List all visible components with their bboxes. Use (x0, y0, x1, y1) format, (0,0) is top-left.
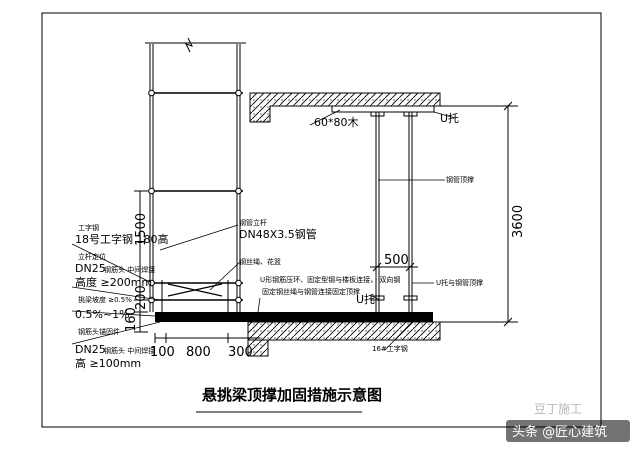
label-left-1-val: 18号工字钢 180高 (75, 232, 169, 246)
leader-lines (71, 109, 456, 351)
floor-slab (247, 321, 441, 341)
label-left-4-head: 钢筋头锚固件 (78, 327, 120, 336)
drawing-frame (41, 12, 602, 428)
label-left-4-val1-suffix: 钢筋头 中间焊接 (104, 346, 155, 355)
label-mid-note-1: U形钢筋压环、固定型钢与楼板连接， 双向钢 (260, 275, 400, 284)
label-left-2-head: 立杆定位 (78, 252, 106, 261)
scaffold (145, 37, 246, 312)
dim-800: 800 (186, 345, 211, 360)
label-u-mid: U托 (356, 292, 375, 306)
timber-pad (331, 105, 435, 113)
label-rebar-16: 16#工字钢 (372, 344, 408, 353)
label-left-1-head: 工字钢 (78, 223, 99, 232)
dim-1500: 1500 (134, 213, 149, 246)
label-steel-tube-right: 钢管顶撑 (446, 175, 474, 184)
label-u-top: U托 (440, 111, 459, 125)
dimension-lines (134, 101, 518, 343)
dim-300: 300 (228, 345, 253, 360)
label-left-3-val: 0.5%~1% (75, 308, 130, 321)
diagram-title: 悬挑梁顶撑加固措施示意图 (202, 386, 382, 404)
label-left-4-val1: DN25 (75, 343, 106, 356)
dim-100: 100 (150, 345, 175, 360)
label-left-2-val1-suffix: 钢筋头 中间焊接 (104, 265, 155, 274)
building-structure (247, 92, 441, 357)
cantilever-steel-beam (155, 312, 433, 322)
annotations: 60*80木 U托 钢管顶撑 3600 500 U托与钢管顶撑 U形钢筋压环、固… (75, 111, 526, 370)
label-steel-tube-spec: DN48X3.5钢管 (239, 227, 317, 241)
label-u-bracket: U托与钢管顶撑 (436, 278, 483, 287)
dim-200: 200 (134, 285, 149, 310)
watermark-logo: 豆丁施工 (534, 402, 582, 416)
label-left-3-head: 挑梁坡度 ≥0.5% (78, 295, 132, 304)
label-left-2-val1: DN25 (75, 262, 106, 275)
watermark-text: 头条 @匠心建筑 (512, 424, 607, 440)
label-clamp: 钢丝绳、花篮 (239, 257, 281, 266)
label-mid-note-2: 固定钢丝绳与钢管连接固定顶撑 (262, 287, 360, 296)
label-timber: 60*80木 (314, 116, 359, 129)
label-left-2-val2: 高度 ≥200mm (75, 275, 152, 289)
watermark: 豆丁施工 头条 @匠心建筑 (506, 402, 630, 442)
dim-3600: 3600 (511, 205, 526, 238)
label-left-4-val2: 高 ≥100mm (75, 356, 141, 370)
dim-160: 160 (124, 307, 139, 332)
upper-beam (249, 92, 441, 123)
watermark-box (506, 420, 630, 442)
dim-500: 500 (384, 253, 409, 268)
label-steel-tube: 钢管立杆 (239, 218, 267, 227)
